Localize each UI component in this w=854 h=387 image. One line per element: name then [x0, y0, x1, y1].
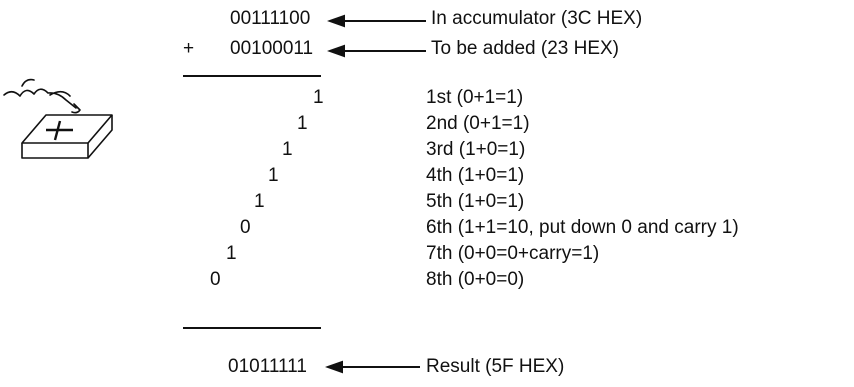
accumulator-label: In accumulator (3C HEX) — [431, 8, 643, 29]
step-text-8: 8th (0+0=0) — [426, 269, 525, 290]
plus-sign: + — [183, 38, 195, 59]
step-text-6: 6th (1+1=10, put down 0 and carry 1) — [426, 217, 739, 238]
result-label: Result (5F HEX) — [426, 356, 565, 377]
pointing-hand-icon — [3, 78, 81, 114]
accumulator-bits: 00111100 — [230, 8, 311, 29]
step-bit-5: 1 — [254, 191, 265, 212]
step-bit-4: 1 — [268, 165, 279, 186]
step-text-2: 2nd (0+1=1) — [426, 113, 530, 134]
step-text-4: 4th (1+0=1) — [426, 165, 525, 186]
sum-rule-bottom — [183, 327, 321, 329]
step-text-3: 3rd (1+0=1) — [426, 139, 526, 160]
result-bits: 01011111 — [228, 356, 307, 377]
step-bit-7: 1 — [226, 243, 237, 264]
step-bit-1: 1 — [313, 87, 324, 108]
step-bit-6: 0 — [240, 217, 251, 238]
step-text-7: 7th (0+0=0+carry=1) — [426, 243, 600, 264]
step-bit-3: 1 — [282, 139, 293, 160]
step-bit-8: 0 — [210, 269, 221, 290]
step-text-5: 5th (1+0=1) — [426, 191, 525, 212]
step-bit-2: 1 — [297, 113, 308, 134]
step-text-1: 1st (0+1=1) — [426, 87, 524, 108]
addend-bits: 00100011 — [230, 38, 314, 59]
sum-rule-top — [183, 75, 321, 77]
plus-key-icon — [21, 114, 113, 159]
addend-label: To be added (23 HEX) — [431, 38, 620, 59]
